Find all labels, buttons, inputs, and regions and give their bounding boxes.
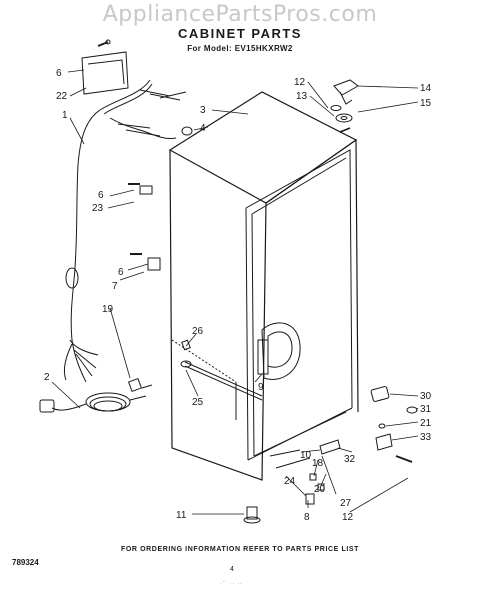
callout-13: 13	[296, 91, 308, 102]
watermark: AppliancePartsPros.com	[102, 2, 378, 27]
callout-3: 3	[200, 105, 206, 116]
leveling-leg	[243, 506, 261, 524]
scan-mark: ·′´ ·· ··	[220, 581, 243, 587]
top-hinge	[330, 79, 359, 133]
callout-26: 26	[192, 326, 204, 337]
clip-19	[127, 377, 153, 393]
leader-lines	[51, 69, 419, 515]
callout-6: 6	[98, 190, 104, 201]
lower-hinge-parts	[370, 386, 418, 463]
callout-7: 7	[112, 281, 118, 292]
wiring-harness	[63, 79, 187, 383]
callout-1: 1	[62, 110, 68, 121]
callout-18: 18	[312, 458, 324, 469]
control-bracket	[81, 39, 129, 95]
callout-32: 32	[344, 454, 356, 465]
callout-15: 15	[420, 98, 432, 109]
callout-12: 12	[342, 512, 354, 523]
callout-20: 20	[314, 484, 326, 495]
callout-33: 33	[420, 432, 432, 443]
model-line: For Model: EV15HKXRW2	[187, 44, 293, 53]
callout-19: 19	[102, 304, 114, 315]
callout-31: 31	[420, 404, 432, 415]
callout-30: 30	[420, 391, 432, 402]
grommet	[181, 126, 193, 136]
ordering-note: FOR ORDERING INFORMATION REFER TO PARTS …	[120, 546, 360, 553]
callout-4: 4	[200, 123, 206, 134]
callouts: 6 22 1 3 4 6 23 6 7 19 2 12 13 14 15 26 …	[44, 68, 432, 523]
callout-6: 6	[118, 267, 124, 278]
lower-front-parts	[269, 439, 341, 505]
cabinet-shell	[168, 91, 359, 481]
callout-14: 14	[420, 83, 432, 94]
callout-2: 2	[44, 372, 50, 383]
screw-clip-23	[128, 183, 153, 195]
callout-10: 10	[300, 450, 312, 461]
bracket-7	[130, 253, 161, 271]
drain-assembly	[180, 322, 301, 401]
page-number: 4	[230, 566, 234, 573]
callout-25: 25	[192, 397, 204, 408]
callout-23: 23	[92, 203, 104, 214]
document-code: 789324	[12, 558, 39, 567]
callout-9: 9	[258, 382, 264, 393]
callout-21: 21	[420, 418, 432, 429]
callout-8: 8	[304, 512, 310, 523]
callout-12: 12	[294, 77, 306, 88]
callout-24: 24	[284, 476, 296, 487]
power-cord	[39, 392, 147, 413]
callout-11: 11	[176, 510, 187, 521]
callout-27: 27	[340, 498, 352, 509]
callout-6: 6	[56, 68, 62, 79]
diagram-title: CABINET PARTS	[178, 26, 302, 41]
callout-22: 22	[56, 91, 68, 102]
